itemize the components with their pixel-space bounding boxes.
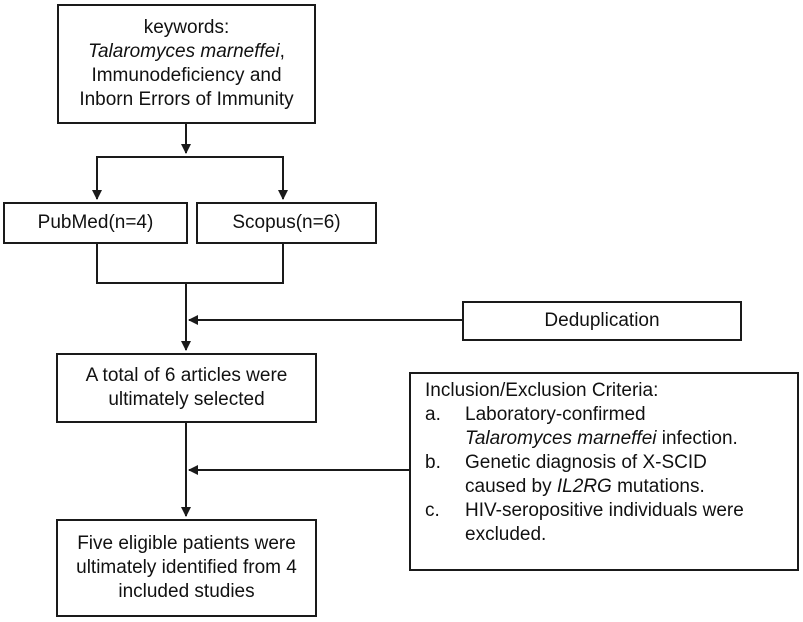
- criteria-a-line-2: Talaromyces marneffei infection.: [465, 427, 797, 451]
- final-line-2: ultimately identified from 4: [76, 557, 297, 578]
- criteria-title: Inclusion/Exclusion Criteria:: [425, 380, 659, 401]
- final-patients-box: Five eligible patients were ultimately i…: [56, 519, 317, 617]
- scopus-label: Scopus(n=6): [232, 212, 341, 233]
- pubmed-label: PubMed(n=4): [37, 212, 154, 233]
- scopus-box: Scopus(n=6): [196, 202, 377, 244]
- criteria-letter-b: b.: [425, 452, 441, 473]
- selected-articles-box: A total of 6 articles were ultimately se…: [56, 353, 317, 423]
- deduplication-label: Deduplication: [544, 310, 660, 331]
- criteria-b-gene: IL2RG: [556, 476, 612, 497]
- criteria-c-line-2: excluded.: [465, 524, 547, 545]
- keywords-line-1: keywords:: [143, 17, 230, 38]
- criteria-item-c: c. HIV-seropositive individuals were exc…: [411, 499, 797, 547]
- criteria-c-line-1: HIV-seropositive individuals were: [465, 500, 744, 521]
- keywords-line-2: Talaromyces marneffei,: [88, 40, 285, 64]
- criteria-item-a: a. Laboratory-confirmed Talaromyces marn…: [411, 403, 797, 451]
- final-line-3: included studies: [118, 581, 255, 602]
- criteria-a-organism: Talaromyces marneffei: [465, 428, 657, 449]
- selected-line-2: ultimately selected: [108, 389, 265, 410]
- criteria-letter-a: a.: [425, 404, 441, 425]
- keywords-box: keywords: Talaromyces marneffei, Immunod…: [57, 4, 316, 124]
- keywords-line-4: Inborn Errors of Immunity: [79, 89, 294, 110]
- final-line-1: Five eligible patients were: [77, 533, 296, 554]
- criteria-letter-c: c.: [425, 500, 440, 521]
- deduplication-box: Deduplication: [462, 301, 742, 341]
- keywords-line-3: Immunodeficiency and: [91, 65, 282, 86]
- criteria-a-suffix: infection.: [656, 428, 738, 449]
- criteria-b-prefix: caused by: [465, 476, 557, 497]
- pubmed-box: PubMed(n=4): [3, 202, 188, 244]
- criteria-b-suffix: mutations.: [611, 476, 705, 497]
- criteria-box: Inclusion/Exclusion Criteria: a. Laborat…: [409, 372, 799, 571]
- keywords-comma: ,: [279, 41, 285, 62]
- selected-line-1: A total of 6 articles were: [85, 365, 288, 386]
- criteria-item-b: b. Genetic diagnosis of X-SCID caused by…: [411, 451, 797, 499]
- criteria-b-line-2: caused by IL2RG mutations.: [465, 475, 797, 499]
- criteria-a-line-1: Laboratory-confirmed: [465, 404, 646, 425]
- criteria-b-line-1: Genetic diagnosis of X-SCID: [465, 452, 707, 473]
- keywords-organism: Talaromyces marneffei: [88, 41, 280, 62]
